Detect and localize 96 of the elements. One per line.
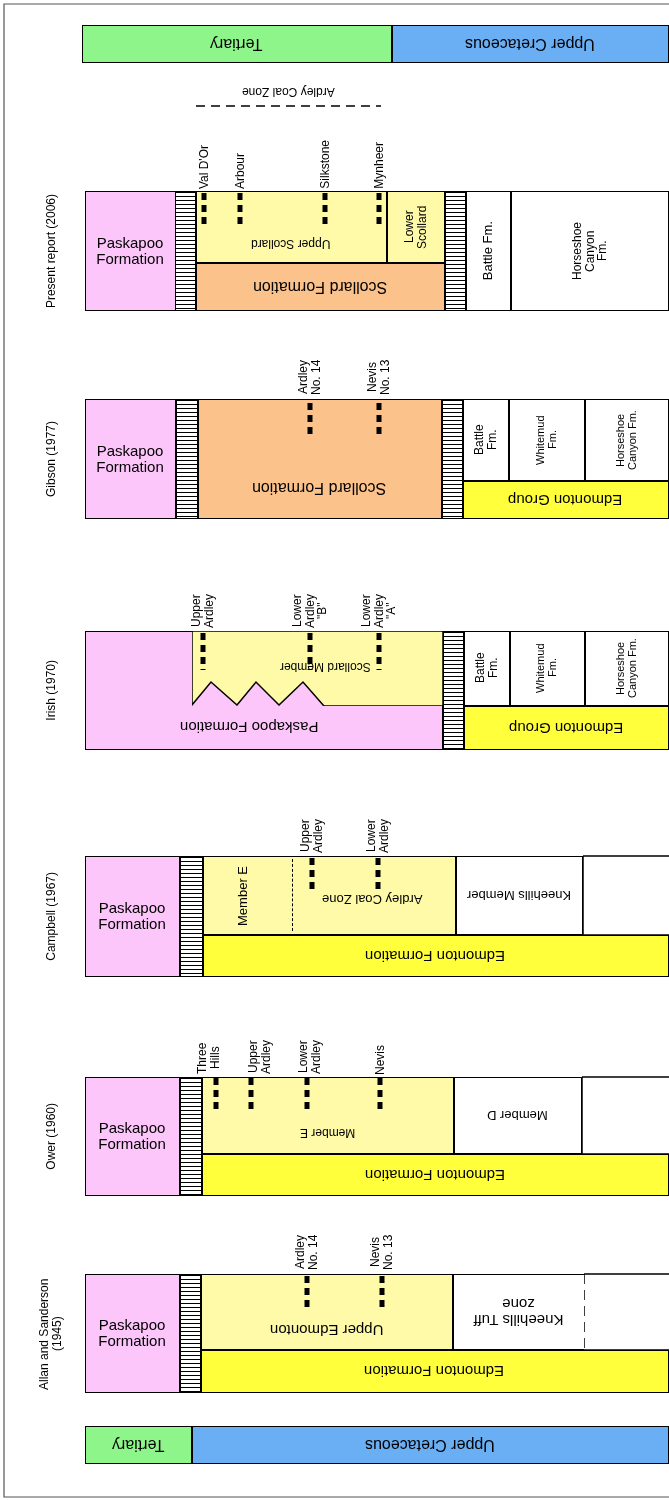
unit-name: Scollard Formation (252, 278, 388, 295)
member-box (202, 1077, 454, 1154)
unconformity-hatch (180, 856, 203, 977)
group-box (463, 481, 669, 519)
unit-name: Whitemud Fm. (535, 642, 559, 695)
formation-box (198, 399, 442, 519)
unit-name: Edmonton Formation (364, 1363, 505, 1379)
unconformity-hatch (445, 191, 466, 311)
unit-name: Horseshoe Canyon Fm. (614, 409, 639, 470)
formation-box (511, 191, 669, 311)
coal-seam-label: Nevis (373, 1045, 387, 1075)
formation-box (202, 1154, 669, 1196)
unit-name: Battle Fm. (481, 220, 495, 281)
unit-name: Member E (299, 1126, 356, 1139)
unconformity-hatch (176, 399, 198, 519)
period-name: Tertiary (210, 35, 263, 52)
interfingering-member-shape (191, 630, 443, 706)
group-box (464, 706, 669, 750)
formation-box (85, 631, 443, 750)
coal-seam-label: Three Hills (196, 1041, 222, 1075)
formation-box (85, 1274, 180, 1393)
unit-name: Paskapoo Formation (97, 900, 167, 932)
formation-box (585, 631, 669, 706)
column-heading: Allan and Sanderson (1945) (38, 1276, 64, 1392)
period-name: Tertiary (111, 1436, 165, 1453)
formation-box (466, 191, 511, 311)
coal-seam-label: Ardley No. 14 (294, 1233, 320, 1272)
unconformity-hatch (180, 1274, 201, 1393)
coal-seam-label: Lower Ardley "A" (360, 593, 398, 629)
period-name: Upper Cretaceous (365, 1436, 495, 1453)
unit-name: Ardley Coal Zone (322, 891, 423, 906)
member-box (456, 856, 583, 935)
unit-name: Edmonton Formation (365, 947, 506, 964)
member-box (201, 1274, 453, 1350)
unit-name: Edmonton Group (508, 491, 623, 508)
coal-seam-label: Ardley No. 14 (297, 358, 323, 397)
unit-name: Paskapoo Formation (95, 442, 165, 475)
unit-name: Lower Scollard (402, 203, 429, 251)
formation-box (85, 856, 180, 977)
column-heading: Irish (1970) (44, 660, 58, 721)
coal-seam-label: Nevis No. 13 (366, 358, 392, 397)
unit-name: Horseshoe Canyon Fm. (570, 220, 609, 281)
unit-name: Battle Fm. (472, 423, 499, 457)
period-bar (392, 25, 669, 63)
unit-name: Whitemud Fm. (534, 413, 559, 467)
formation-box (85, 1077, 180, 1196)
unit-name: Member D (487, 1108, 548, 1122)
coal-seam-label: Silkstone (318, 140, 332, 189)
member-box (453, 1274, 584, 1350)
period-bar (82, 25, 392, 63)
coal-seam-label: Lower Ardley "B" (291, 593, 329, 629)
member-box (454, 1077, 582, 1154)
unit-name: Scollard Member (279, 659, 371, 673)
formation-box (464, 631, 510, 706)
formation-box (196, 263, 445, 311)
column-heading: Present report (2006) (44, 193, 58, 309)
unit-name: Upper Scollard (251, 237, 331, 250)
formation-box (509, 399, 585, 481)
coal-seam-label: Val D'Or (197, 144, 211, 189)
unconformity-hatch (442, 399, 463, 519)
unit-name: Member E (235, 865, 250, 926)
column-heading: Gibson (1977) (44, 420, 58, 497)
unconformity-hatch (443, 631, 464, 750)
unit-name: Paskapoo Formation (95, 234, 165, 267)
unconformity-hatch (175, 191, 196, 311)
coal-zone-label: Ardley Coal Zone (241, 84, 335, 98)
unit-name: Paskapoo Formation (97, 1120, 167, 1152)
unit-name: Edmonton Group (508, 719, 624, 736)
formation-box (85, 191, 176, 311)
member-box (196, 191, 387, 263)
column-heading: Ower (1960) (44, 1103, 58, 1170)
unit-name: Kneehills Tuff zone (472, 1295, 564, 1328)
coal-seam-label: Nevis No. 13 (369, 1233, 395, 1272)
unit-name: Battle Fm. (473, 651, 500, 686)
period-name: Upper Cretaceous (465, 35, 595, 52)
column-heading: Campbell (1967) (44, 872, 58, 961)
unit-name: Edmonton Formation (364, 1166, 506, 1183)
unit-name: Scollard Formation (252, 479, 387, 496)
coal-seam-label: Mynheer (372, 142, 386, 189)
unit-name: Kneehills Member (466, 888, 571, 902)
unconformity-hatch (180, 1077, 202, 1196)
member-box (203, 856, 456, 935)
unit-name: Paskapoo Formation (180, 718, 319, 735)
formation-box (201, 1350, 669, 1393)
formation-box (510, 631, 585, 706)
unit-name: Paskapoo Formation (97, 1317, 167, 1349)
formation-box (85, 399, 176, 519)
unit-name: Horseshoe Canyon Fm. (614, 638, 639, 698)
formation-box (585, 399, 669, 481)
formation-box (463, 399, 509, 481)
period-bar (192, 1426, 669, 1464)
formation-box (203, 935, 669, 977)
coal-seam-label: Arbour (233, 152, 247, 189)
period-bar (85, 1426, 192, 1464)
unit-name: Upper Edmonton (269, 1321, 384, 1338)
member-box (387, 191, 445, 263)
